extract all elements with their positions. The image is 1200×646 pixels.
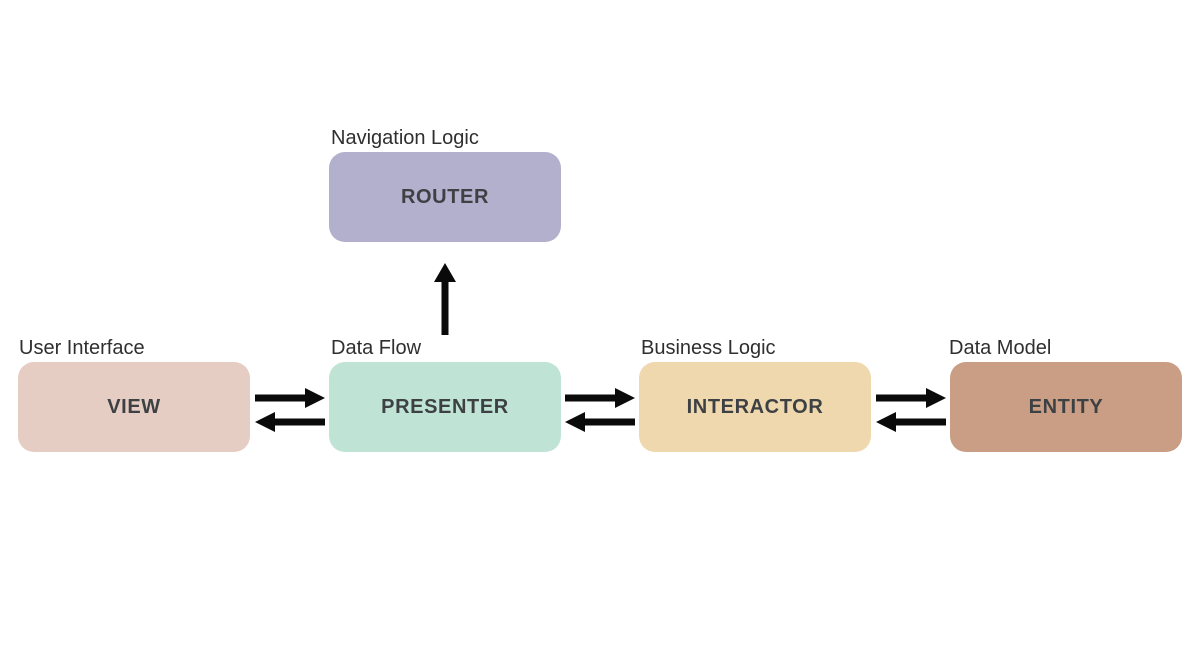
bidirectional-arrow-icon [563, 386, 637, 434]
node-interactor-label: INTERACTOR [686, 395, 824, 418]
node-presenter: PRESENTER [329, 362, 561, 452]
node-entity-label: ENTITY [1028, 395, 1104, 418]
caption-user-interface: User Interface [19, 337, 145, 359]
up-arrow-icon [432, 263, 458, 335]
bidirectional-arrow-icon [874, 386, 948, 434]
bidirectional-arrow-icon [253, 386, 327, 434]
caption-data-model: Data Model [949, 337, 1052, 359]
node-view: VIEW [18, 362, 250, 452]
caption-navigation-logic: Navigation Logic [331, 127, 479, 149]
node-view-label: VIEW [107, 395, 161, 418]
node-router-label: ROUTER [400, 185, 490, 208]
node-entity: ENTITY [950, 362, 1182, 452]
caption-data-flow: Data Flow [331, 337, 422, 359]
caption-business-logic: Business Logic [641, 337, 776, 359]
node-presenter-label: PRESENTER [381, 395, 509, 418]
node-router: ROUTER [329, 152, 561, 242]
node-interactor: INTERACTOR [639, 362, 871, 452]
